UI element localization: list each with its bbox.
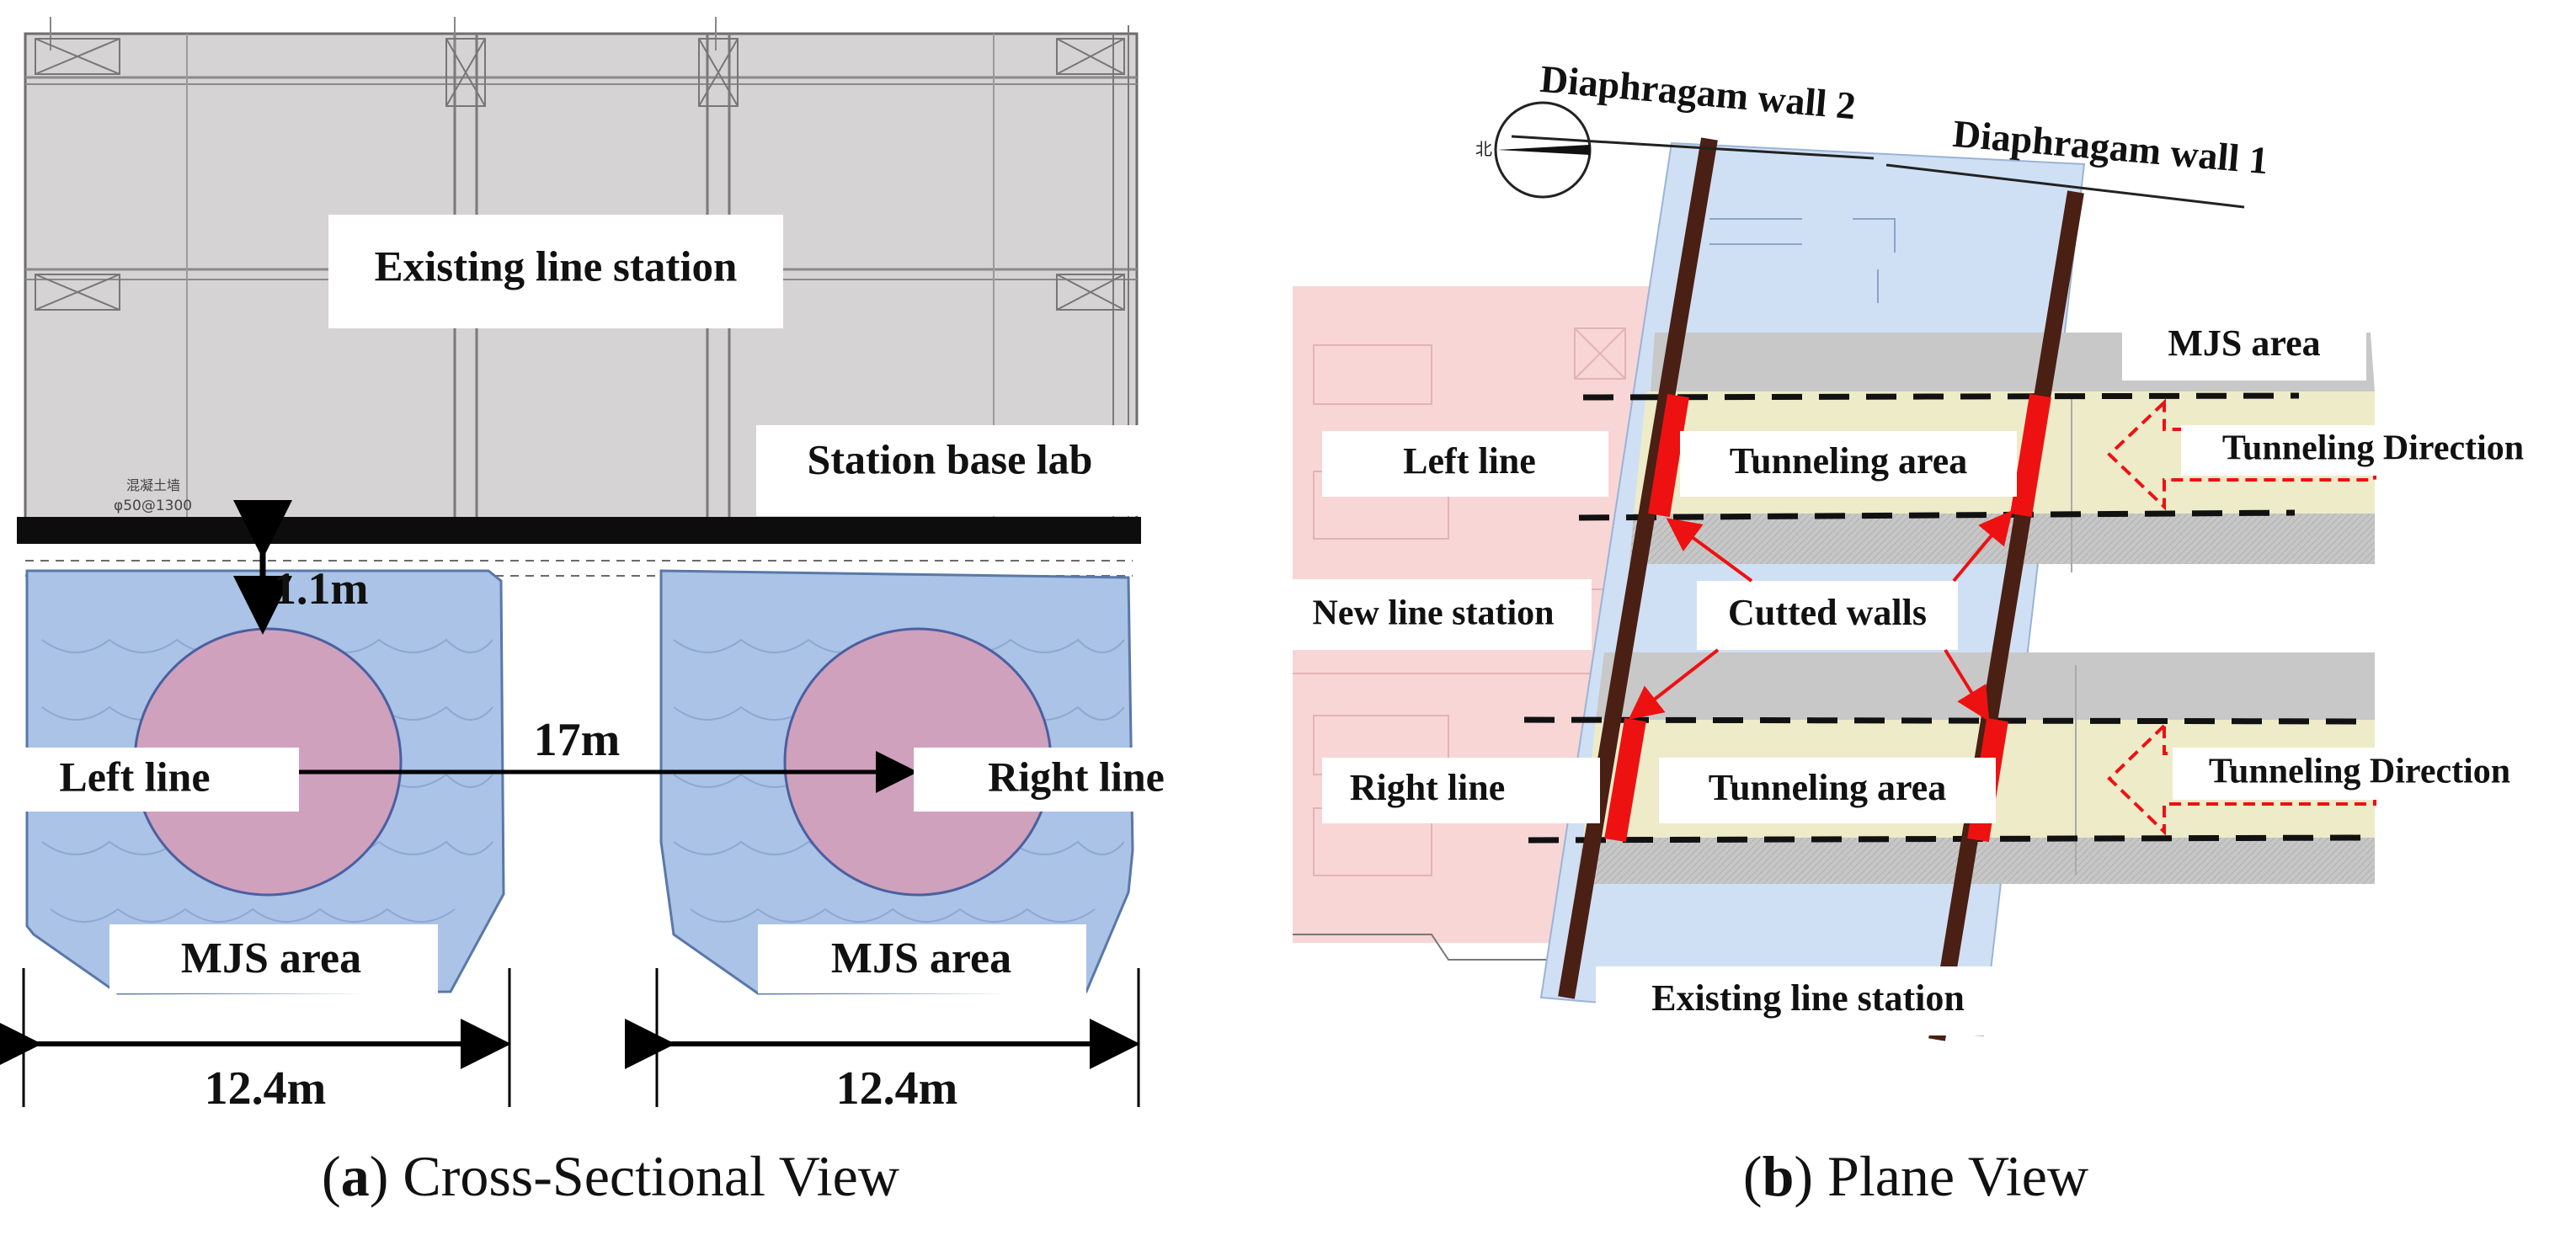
tunneling-area-bottom-box [1659,758,1996,823]
station-base-slab [17,517,1141,544]
existing-line-station-label-b: Existing line station [1651,977,1965,1019]
tunneling-area-bottom-label: Tunneling area [1709,767,1946,808]
mjs-left-label-box [109,924,438,993]
tunneling-direction-top-box [2181,425,2560,476]
mjs-right-label-box [758,924,1086,993]
mjs-left-label: MJS area [181,934,361,982]
left-line-label: Left line [59,753,210,800]
existing-station-label: Existing line station [375,244,738,291]
panel-b-plane-view: 北 Diaphragam wall 2 Diaphragam wall 1 MJ… [1280,57,2560,1208]
compass-north: 北 [1475,139,1492,159]
existing-station-label-box [328,215,783,328]
mjs-area-label-box-b [2122,311,2366,381]
cut-lines [1523,392,2371,844]
compass-icon: 北 [1475,101,1592,199]
cutted-walls-label: Cutted walls [1728,592,1927,633]
tunneling-direction-top-label: Tunneling Direction [2222,429,2524,468]
caption-b-text: ) Plane View [1794,1144,2088,1208]
panel-a-cross-section: 混凝土墙 φ50@1300 Existing line station Stat… [0,17,1165,1208]
width-left-label: 12.4m [205,1062,327,1115]
caption-a-letter: a [341,1144,370,1208]
tunneling-direction-bottom-box [2173,748,2547,800]
right-line-label-b: Right line [1350,767,1506,808]
left-line-label-b: Left line [1403,440,1536,482]
diaphragm-wall-2 [1558,137,1718,999]
cutted-walls-label-box [1697,581,1958,650]
caption-b-letter: b [1763,1144,1795,1208]
right-line-label-box-b [1322,758,1600,823]
tunneling-area-top-label: Tunneling area [1730,440,1967,482]
station-base-label-box [756,425,1139,516]
spacing-label: 17m [534,714,621,766]
existing-line-station-label-box-b [1596,966,2021,1035]
tunneling-area-top-box [1680,431,2017,497]
caption-b: (b) Plane View [1743,1144,2088,1208]
gap-label: 1.1m [274,563,369,614]
left-line-label-box-b [1322,431,1608,497]
station-note-rebar: φ50@1300 [114,498,192,514]
caption-a: (a) Cross-Sectional View [322,1144,899,1208]
station-note-top: 混凝土墙 [126,477,180,493]
width-right-label: 12.4m [836,1062,958,1115]
caption-a-text: ) Cross-Sectional View [370,1144,899,1208]
existing-station-block: 混凝土墙 φ50@1300 [24,17,1139,530]
new-line-station-label-box [1280,579,1592,650]
right-line-label-box [914,748,1137,812]
wall2-label: Diaphragam wall 2 [1539,57,1858,128]
cutted-walls-arrows [1628,509,2013,721]
new-line-station-label: New line station [1313,594,1555,633]
diaphragm-wall-1 [1928,190,2084,1041]
station-base-label: Station base lab [808,435,1093,482]
mjs-right-label: MJS area [831,934,1011,982]
tunneling-direction-bottom-label: Tunneling Direction [2209,753,2510,791]
right-line-label: Right line [988,753,1165,800]
left-line-label-box [17,748,299,812]
mjs-area-label-b: MJS area [2168,322,2320,364]
